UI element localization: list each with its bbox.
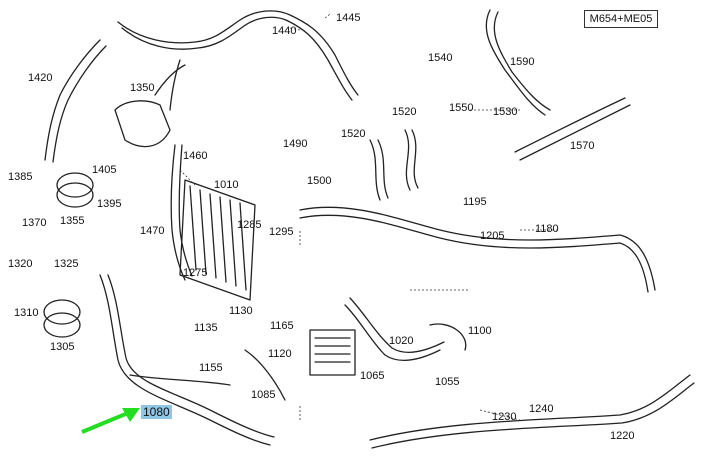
part-callout-1240[interactable]: 1240: [529, 403, 554, 415]
part-callout-1065[interactable]: 1065: [360, 370, 385, 382]
part-callout-1550[interactable]: 1550: [449, 102, 474, 114]
part-callout-1385[interactable]: 1385: [8, 171, 33, 183]
part-callout-1370[interactable]: 1370: [22, 217, 47, 229]
highlighted-part-callout[interactable]: 1080: [141, 405, 172, 419]
part-callout-1135[interactable]: 1135: [194, 322, 218, 334]
part-callout-1500[interactable]: 1500: [307, 175, 332, 187]
part-callout-1310[interactable]: 1310: [14, 307, 39, 319]
part-callout-1350[interactable]: 1350: [130, 82, 155, 94]
part-callout-1165[interactable]: 1165: [270, 320, 294, 332]
part-callout-1445[interactable]: 1445: [336, 12, 361, 24]
pointer-arrow: [81, 408, 140, 434]
part-callout-1320[interactable]: 1320: [8, 258, 33, 270]
part-callout-1055[interactable]: 1055: [435, 376, 460, 388]
part-callout-1520[interactable]: 1520: [392, 106, 417, 118]
part-callout-1570[interactable]: 1570: [570, 140, 595, 152]
part-callout-1100[interactable]: 1100: [468, 325, 492, 337]
part-callout-1180[interactable]: 1180: [535, 223, 559, 235]
part-callout-1130[interactable]: 1130: [229, 305, 253, 317]
part-callout-1490[interactable]: 1490: [283, 138, 308, 150]
part-callout-1420[interactable]: 1420: [28, 72, 53, 84]
part-callout-1520[interactable]: 1520: [341, 128, 366, 140]
model-code-box: M654+ME05: [584, 10, 658, 28]
part-callout-1230[interactable]: 1230: [492, 411, 517, 423]
part-callout-1530[interactable]: 1530: [493, 106, 518, 118]
part-callout-1120[interactable]: 1120: [268, 348, 292, 360]
part-callout-1155[interactable]: 1155: [199, 362, 223, 374]
part-callout-1460[interactable]: 1460: [183, 150, 208, 162]
part-callout-1285[interactable]: 1285: [237, 219, 262, 231]
part-callout-1195[interactable]: 1195: [463, 196, 487, 208]
part-callout-1540[interactable]: 1540: [428, 52, 453, 64]
part-callout-1325[interactable]: 1325: [54, 258, 79, 270]
part-callout-1020[interactable]: 1020: [389, 335, 414, 347]
part-callout-1355[interactable]: 1355: [60, 215, 85, 227]
part-callout-1470[interactable]: 1470: [140, 225, 165, 237]
part-callout-1395[interactable]: 1395: [97, 198, 122, 210]
part-callout-1010[interactable]: 1010: [214, 179, 239, 191]
part-callout-1405[interactable]: 1405: [92, 164, 117, 176]
part-callout-1305[interactable]: 1305: [50, 341, 75, 353]
part-callout-1275[interactable]: 1275: [183, 267, 208, 279]
part-callout-1440[interactable]: 1440: [272, 25, 297, 37]
part-callout-1220[interactable]: 1220: [610, 430, 635, 442]
part-callout-1085[interactable]: 1085: [251, 389, 276, 401]
part-callout-1590[interactable]: 1590: [510, 56, 535, 68]
part-callout-1295[interactable]: 1295: [269, 226, 294, 238]
part-callout-1205[interactable]: 1205: [480, 230, 505, 242]
